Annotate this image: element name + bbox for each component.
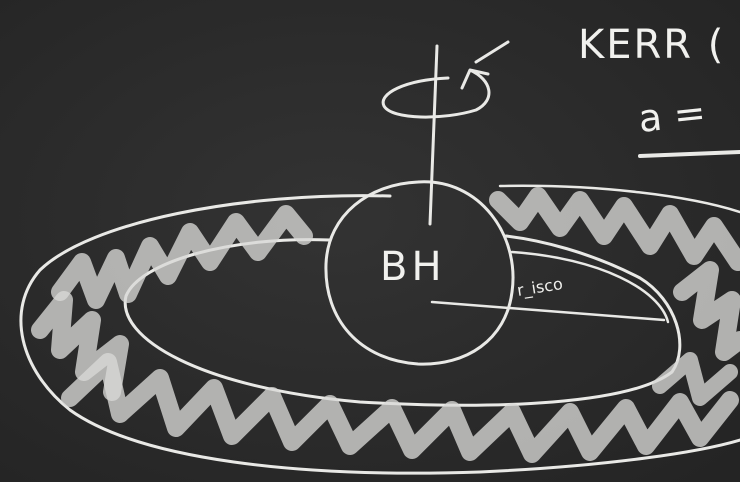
heading-text: KERR ( xyxy=(578,22,725,68)
black-hole-label: BH xyxy=(380,244,446,290)
parameter-text: a = xyxy=(636,90,707,141)
